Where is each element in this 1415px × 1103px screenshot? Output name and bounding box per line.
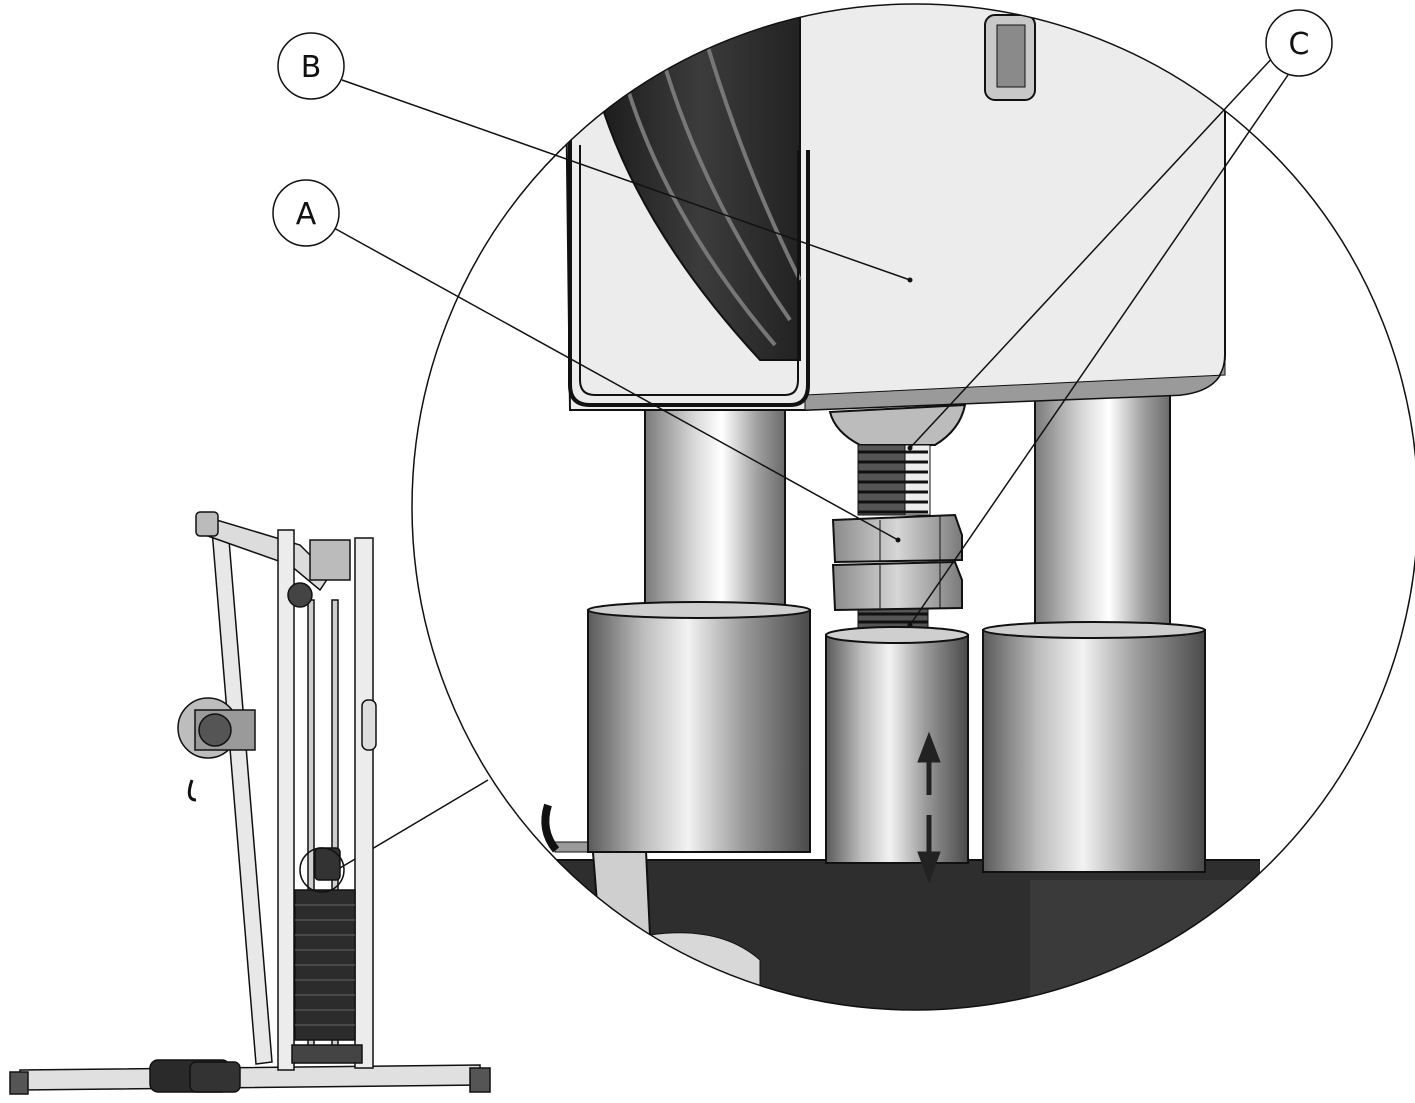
base-plate [540,859,1270,1010]
center-cylinder [825,626,969,864]
threaded-rod [828,403,967,634]
left-guide-rod [644,399,786,616]
left-cylinder [587,601,811,853]
right-cylinder [982,621,1206,873]
detail-circle-outline [411,3,1415,1011]
callout-b: B [277,32,913,283]
detail-view [412,4,1415,1010]
callout-b-label: B [301,50,322,85]
callout-a: A [272,179,901,543]
callout-c-label: C [1289,27,1310,62]
cable-machine-overview [9,511,491,1095]
adjust-arrow-icon [917,731,941,884]
hex-nut-lower [831,560,963,612]
weight-plate [563,4,1226,411]
callout-a-label: A [296,197,317,232]
callout-c: C [907,9,1333,628]
